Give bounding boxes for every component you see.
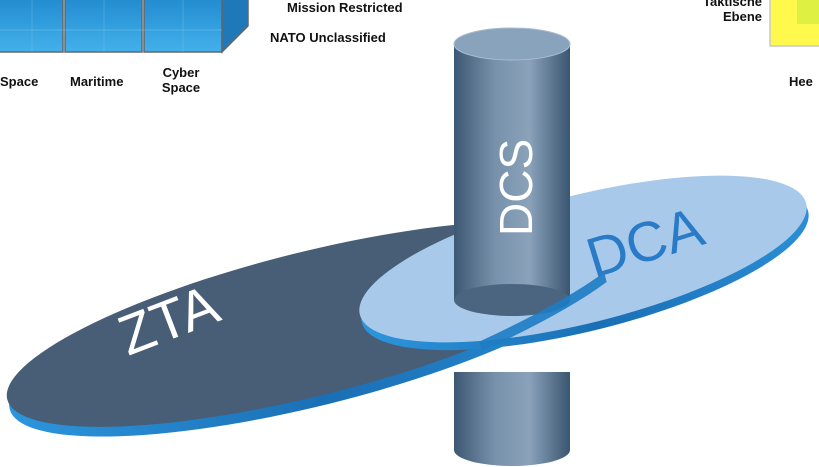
cube-space bbox=[0, 0, 64, 53]
dcs-cylinder-top bbox=[453, 27, 571, 61]
domain-label-maritime: Maritime bbox=[70, 74, 124, 89]
tactical-level-box-inner bbox=[797, 0, 819, 24]
domain-label-space: Space bbox=[0, 74, 39, 89]
tactical-level-caption: Taktische Ebene bbox=[690, 0, 762, 24]
dcs-label: DCS bbox=[490, 139, 542, 236]
mission-restricted-label: Mission Restricted bbox=[287, 0, 403, 15]
tactical-caption-line2: Ebene bbox=[722, 9, 762, 24]
domain-label-cyber-space: Cyber Space bbox=[156, 65, 206, 95]
domain-cubes bbox=[0, 0, 249, 54]
cube-maritime bbox=[64, 0, 143, 53]
dca-disc bbox=[359, 175, 809, 351]
tactical-caption-line1: Taktische bbox=[702, 0, 762, 9]
nato-unclassified-label: NATO Unclassified bbox=[270, 30, 386, 45]
domain-label-space-2: Space bbox=[161, 80, 201, 95]
cube-side-face bbox=[221, 0, 249, 54]
domain-label-cyber: Cyber bbox=[162, 65, 200, 80]
hee-label: Hee bbox=[789, 74, 813, 89]
dcs-cylinder bbox=[453, 27, 571, 466]
